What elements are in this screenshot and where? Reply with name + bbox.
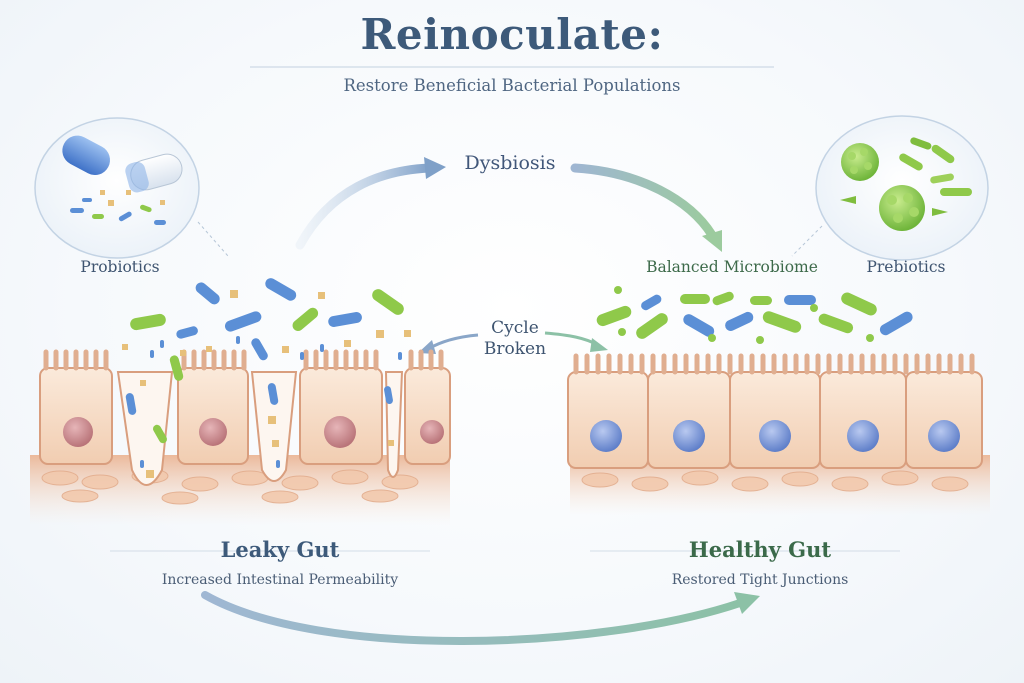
nucleus (420, 420, 444, 444)
cycle-label-line2: Broken (483, 339, 547, 359)
arrow-icon (424, 157, 446, 179)
leaky-gut-heading: Leaky Gut (220, 537, 340, 562)
nucleus (928, 420, 960, 452)
nucleus (590, 420, 622, 452)
nucleus (324, 416, 356, 448)
nucleus (63, 417, 93, 447)
arrow-from-dysbiosis (570, 163, 717, 240)
nucleus (759, 420, 791, 452)
capsule-icon (62, 135, 183, 193)
leaky-gut-tissue (30, 349, 451, 525)
balanced-microbiome-label: Balanced Microbiome (646, 258, 818, 276)
prebiotics-dashed-link (791, 225, 823, 257)
nucleus (199, 418, 227, 446)
dysbiotic-bacteria (122, 278, 411, 478)
page-subtitle: Restore Beneficial Bacterial Populations (343, 76, 681, 95)
arrow-icon (590, 338, 608, 352)
arrow-to-dysbiosis (295, 163, 435, 250)
cocci-cluster-icon (841, 143, 925, 231)
balanced-bacteria (596, 286, 913, 344)
healthy-gut-heading: Healthy Gut (688, 537, 832, 562)
page-title: Reinoculate: (360, 10, 664, 59)
nucleus (673, 420, 705, 452)
arrow-icon (702, 230, 722, 252)
leaky-gut-caption: Increased Intestinal Permeability (161, 572, 399, 588)
cycle-broken-label: Cycle Broken (450, 318, 580, 360)
probiotics-label: Probiotics (80, 258, 160, 276)
healthy-gut-caption: Restored Tight Junctions (671, 572, 849, 588)
healthy-gut-tissue (567, 353, 990, 515)
prebiotics-label: Prebiotics (866, 258, 946, 276)
cycle-label-line1: Cycle (491, 318, 539, 338)
dysbiosis-label: Dysbiosis (464, 152, 556, 174)
nucleus (847, 420, 879, 452)
probiotics-dashed-link (197, 221, 229, 257)
probiotics-bubble (34, 117, 200, 259)
arrow-icon (734, 592, 760, 614)
probiotic-particles (70, 190, 166, 225)
arrow-bottom (201, 591, 744, 645)
prebiotic-rods (840, 137, 972, 216)
